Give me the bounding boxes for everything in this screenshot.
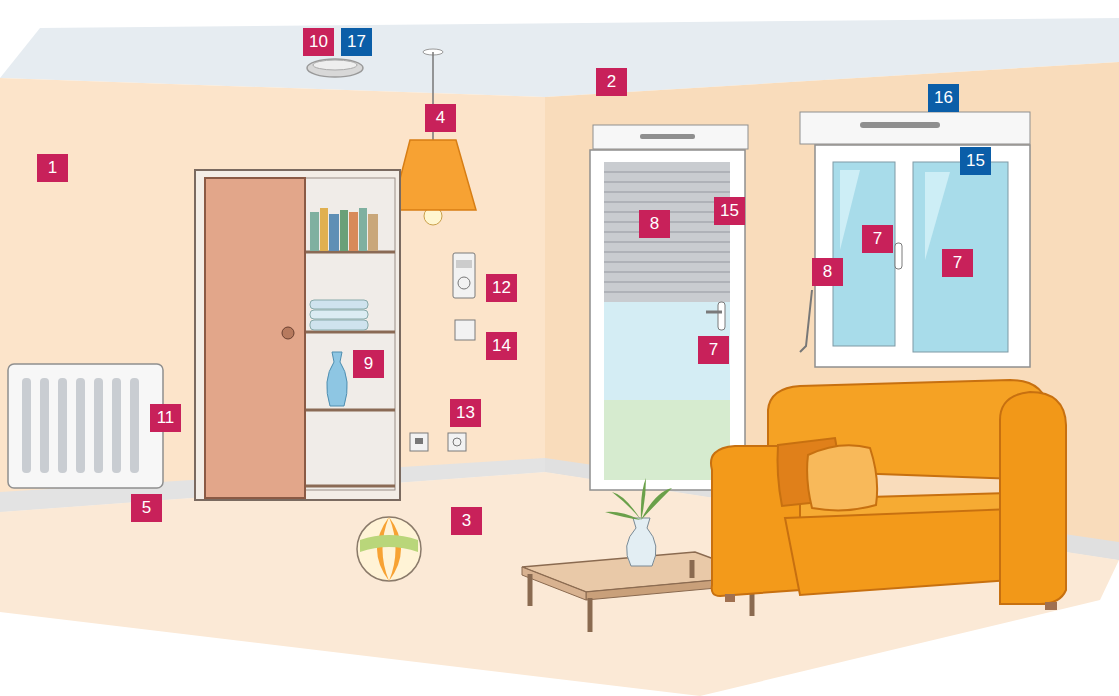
sofa-feet [725,594,1057,610]
socket-hole [415,438,423,444]
cupboard-inside [305,178,395,490]
left-wall [0,78,545,512]
floor [0,472,1119,696]
cupboard-frame [195,170,400,500]
vent [593,125,748,149]
vase [327,352,347,406]
vent-slot [860,122,940,128]
callout-number: 7 [698,336,729,364]
books [310,208,378,251]
thermostat [453,253,475,298]
shutter-strap [800,290,812,352]
callout-number: 7 [862,225,893,253]
callout-number: 8 [639,210,670,238]
thermostat-screen [456,260,472,268]
smoke-detector [307,59,363,77]
glass-reflection [925,172,950,260]
callout-number: 14 [486,332,517,360]
table-vase [627,518,656,566]
socket [410,433,428,451]
ball-stripe [377,517,389,581]
callout-number: 12 [486,274,517,302]
door-handle [706,311,722,314]
ball [357,517,421,581]
plant [605,478,672,520]
callout-number: 2 [596,68,627,96]
lamp-shade [392,140,476,210]
callout-number: 15 [960,147,991,175]
shelves [305,252,395,486]
window-handle [895,243,902,269]
callout-number: 3 [451,507,482,535]
sliding-door [205,178,305,498]
socket [448,433,466,451]
callout-number: 4 [425,104,456,132]
towels [310,300,368,330]
radiator-fins [22,378,139,473]
callout-number: 15 [714,197,745,225]
glass-reflection [840,170,860,250]
door-knob [282,327,294,339]
door-glass [604,162,730,480]
vent-box [800,112,1030,144]
light-switch [455,320,475,340]
callout-number: 1 [37,154,68,182]
window-pane [833,162,895,346]
ball-stripe [389,517,401,581]
callout-number: 11 [150,404,181,432]
sofa [711,380,1066,604]
window-pane [913,162,1008,352]
callout-number: 13 [450,399,481,427]
window-frame [815,145,1030,367]
shutter-slats [604,172,730,292]
thermostat-dial [458,277,470,289]
radiator [8,364,163,488]
door-handle [718,302,725,330]
callout-number: 17 [341,28,372,56]
callout-number: 9 [353,350,384,378]
callout-number: 7 [942,249,973,277]
smoke-detector [313,60,357,70]
callout-number: 16 [928,84,959,112]
callout-number: 10 [303,28,334,56]
socket-hole [453,438,461,446]
ball-stripe [360,535,418,552]
door-frame [590,150,745,490]
callout-number: 5 [131,494,162,522]
callout-number: 8 [812,258,843,286]
vent-slot [640,134,695,139]
rolling-shutter [604,162,730,302]
